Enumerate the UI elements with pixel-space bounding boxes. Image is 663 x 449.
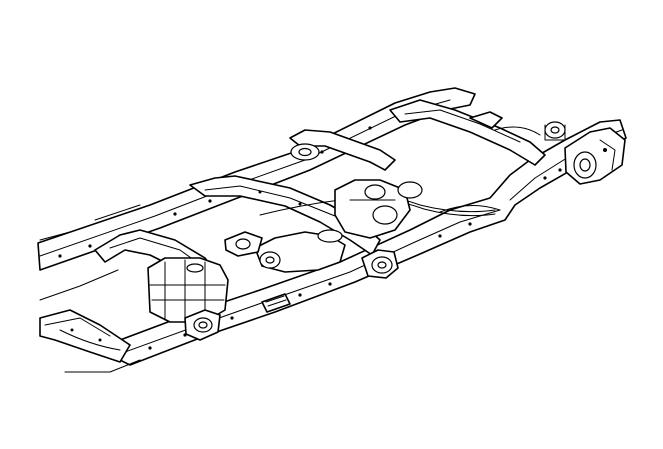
front-crossmember <box>389 99 546 166</box>
rear-crossmember <box>39 269 141 373</box>
center-crossmember <box>289 129 396 171</box>
fuel-tank-module <box>147 257 229 323</box>
frame-label-plate <box>261 293 291 313</box>
spring-hanger <box>361 249 399 279</box>
center-components <box>224 229 346 273</box>
front-body-mount <box>544 121 566 141</box>
rear-spring-hanger <box>184 309 221 341</box>
rear-detail-lines <box>39 204 141 351</box>
front-bumper-bracket <box>564 127 626 185</box>
engine-mount-assembly <box>334 179 423 239</box>
